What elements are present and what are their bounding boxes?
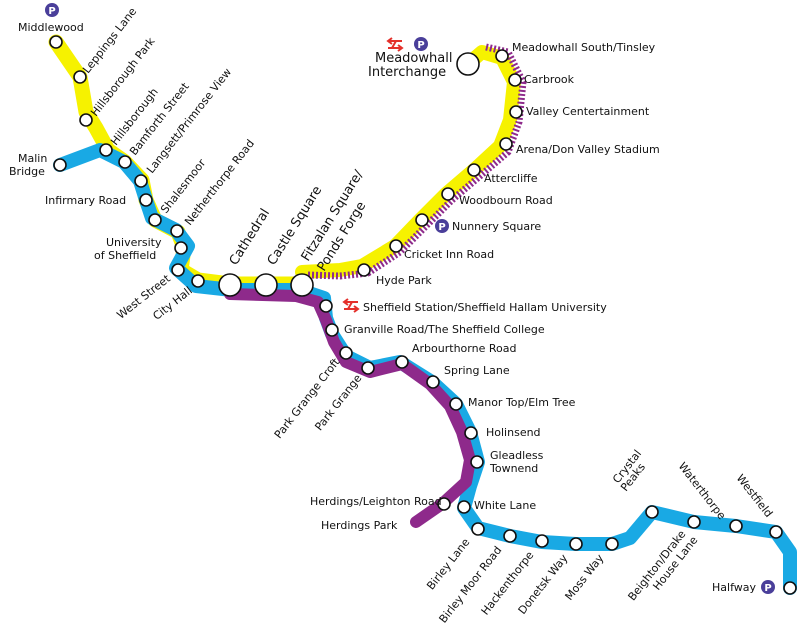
label-attercliffe: Attercliffe bbox=[484, 172, 538, 185]
stop-birley-moor-road[interactable] bbox=[503, 529, 517, 543]
stop-cathedral[interactable] bbox=[218, 273, 242, 297]
label-herdings-leighton: Herdings/Leighton Road bbox=[310, 495, 442, 508]
stop-crystal-peaks[interactable] bbox=[645, 505, 659, 519]
national-rail-icon bbox=[386, 37, 404, 52]
stop-halfway[interactable] bbox=[783, 581, 797, 595]
label-carbrook: Carbrook bbox=[524, 73, 575, 86]
label-meadowhall-2: Interchange bbox=[368, 65, 446, 80]
label-granville-road: Granville Road/The Sheffield College bbox=[344, 323, 545, 336]
label-halfway: Halfway bbox=[712, 581, 756, 594]
stop-west-street[interactable] bbox=[171, 263, 185, 277]
stop-hackenthorpe[interactable] bbox=[535, 534, 549, 548]
label-westfield: Westfield bbox=[734, 472, 776, 520]
stop-bamforth-street[interactable] bbox=[118, 155, 132, 169]
label-herdings-park: Herdings Park bbox=[321, 519, 398, 532]
stop-granville-road[interactable] bbox=[325, 323, 339, 337]
label-arbourthorne-road: Arbourthorne Road bbox=[412, 342, 516, 355]
stop-manor-top[interactable] bbox=[449, 397, 463, 411]
stop-moss-way[interactable] bbox=[605, 537, 619, 551]
park-ride-icon: P bbox=[45, 3, 59, 17]
label-gleadless-2: Townend bbox=[489, 462, 538, 475]
stops bbox=[49, 35, 797, 595]
label-infirmary-road: Infirmary Road bbox=[45, 194, 126, 207]
label-hollinsend: Holinsend bbox=[486, 426, 541, 439]
label-woodbourn-road: Woodbourn Road bbox=[459, 194, 553, 207]
icons: P P P P bbox=[45, 3, 775, 594]
label-manor-top: Manor Top/Elm Tree bbox=[468, 396, 576, 409]
label-spring-lane: Spring Lane bbox=[444, 364, 510, 377]
stop-hyde-park[interactable] bbox=[357, 263, 371, 277]
national-rail-icon bbox=[342, 298, 360, 313]
stop-middlewood[interactable] bbox=[49, 35, 63, 49]
stop-castle-square[interactable] bbox=[254, 273, 278, 297]
label-gleadless-1: Gleadless bbox=[490, 449, 544, 462]
stop-white-lane[interactable] bbox=[457, 500, 471, 514]
label-arena: Arena/Don Valley Stadium bbox=[516, 143, 660, 156]
label-hyde-park: Hyde Park bbox=[376, 274, 432, 287]
stop-shalesmoor[interactable] bbox=[148, 213, 162, 227]
label-middlewood: Middlewood bbox=[18, 21, 84, 34]
stop-sheffield-station[interactable] bbox=[319, 299, 333, 313]
park-ride-icon: P bbox=[761, 580, 775, 594]
stop-beighton[interactable] bbox=[687, 515, 701, 529]
stop-carbrook[interactable] bbox=[508, 73, 522, 87]
label-park-grange-croft: Park Grange Croft bbox=[272, 355, 343, 441]
label-valley-centertainment: Valley Centertainment bbox=[526, 105, 650, 118]
labels: Middlewood Leppings Lane Hillsborough Pa… bbox=[9, 5, 775, 626]
stop-fitzalan-square[interactable] bbox=[290, 273, 314, 297]
stop-valley-centertainment[interactable] bbox=[509, 105, 523, 119]
svg-text:P: P bbox=[438, 222, 445, 233]
stop-hillsborough-park[interactable] bbox=[79, 113, 93, 127]
stop-westfield[interactable] bbox=[769, 525, 783, 539]
stop-cricket-inn-road[interactable] bbox=[389, 239, 403, 253]
stop-birley-lane[interactable] bbox=[471, 522, 485, 536]
label-cricket-inn-road: Cricket Inn Road bbox=[404, 248, 494, 261]
label-meadowhall-1: Meadowhall bbox=[375, 51, 452, 66]
stop-waterthorpe[interactable] bbox=[729, 519, 743, 533]
stop-woodbourn-road[interactable] bbox=[441, 187, 455, 201]
stop-park-grange-croft[interactable] bbox=[339, 346, 353, 360]
stop-infirmary-road[interactable] bbox=[139, 193, 153, 207]
stop-attercliffe[interactable] bbox=[467, 163, 481, 177]
stop-hillsborough[interactable] bbox=[99, 143, 113, 157]
label-meadowhall-south: Meadowhall South/Tinsley bbox=[512, 41, 656, 54]
label-malin-bridge-1: Malin bbox=[18, 152, 47, 165]
stop-leppings-lane[interactable] bbox=[73, 70, 87, 84]
stop-arena[interactable] bbox=[499, 137, 513, 151]
label-sheffield-station: Sheffield Station/Sheffield Hallam Unive… bbox=[363, 301, 607, 314]
stop-langsett[interactable] bbox=[134, 174, 148, 188]
park-ride-icon: P bbox=[414, 37, 428, 51]
stop-meadowhall-interchange[interactable] bbox=[456, 52, 480, 76]
stop-nunnery-square[interactable] bbox=[415, 213, 429, 227]
stop-malin-bridge[interactable] bbox=[53, 158, 67, 172]
stop-park-grange[interactable] bbox=[361, 361, 375, 375]
stop-donetsk-way[interactable] bbox=[569, 537, 583, 551]
label-university-1: University bbox=[106, 236, 162, 249]
stop-hollinsend[interactable] bbox=[464, 426, 478, 440]
label-white-lane: White Lane bbox=[474, 499, 536, 512]
stop-university[interactable] bbox=[174, 241, 188, 255]
label-university-2: of Sheffield bbox=[94, 249, 156, 262]
stop-spring-lane[interactable] bbox=[426, 375, 440, 389]
stop-meadowhall-south[interactable] bbox=[495, 49, 509, 63]
label-malin-bridge-2: Bridge bbox=[9, 165, 45, 178]
stop-arbourthorne-road[interactable] bbox=[395, 355, 409, 369]
stop-herdings-leighton[interactable] bbox=[437, 497, 451, 511]
svg-text:P: P bbox=[417, 40, 424, 51]
svg-text:P: P bbox=[764, 583, 771, 594]
svg-text:P: P bbox=[48, 6, 55, 17]
label-nunnery-square: Nunnery Square bbox=[452, 220, 541, 233]
stop-gleadless-townend[interactable] bbox=[470, 455, 484, 469]
stop-netherthorpe-road[interactable] bbox=[170, 224, 184, 238]
park-ride-icon: P bbox=[435, 219, 449, 233]
stop-city-hall[interactable] bbox=[191, 274, 205, 288]
